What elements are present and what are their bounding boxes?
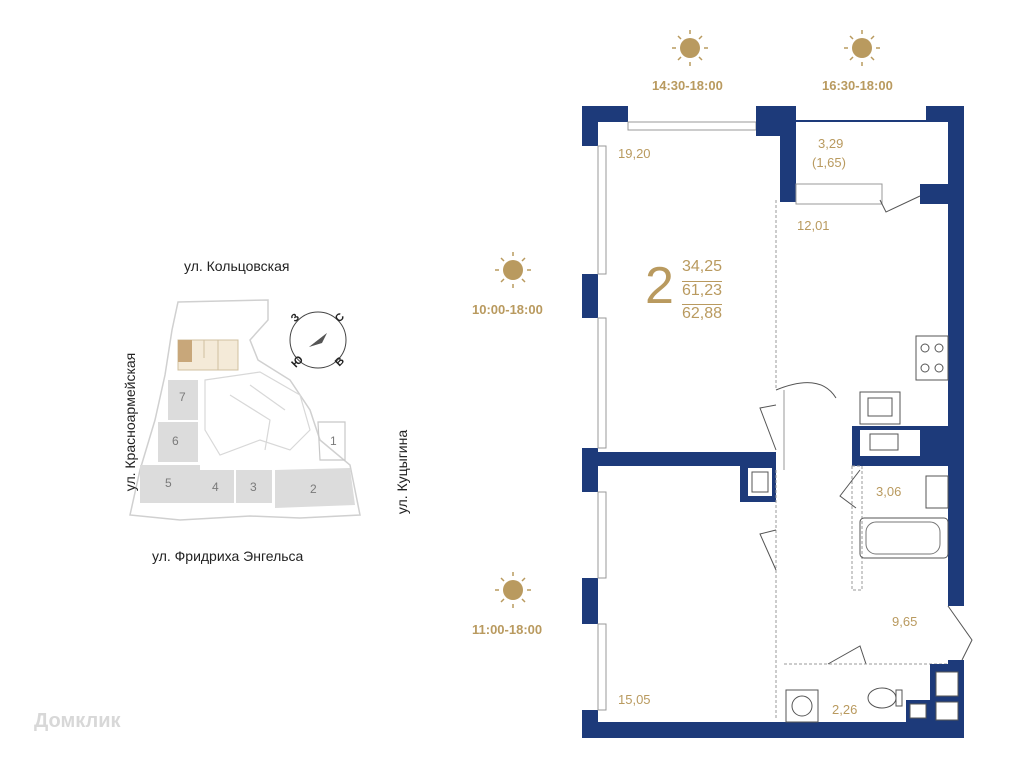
sun-icon — [844, 30, 880, 66]
sun-time-label: 14:30-18:00 — [652, 78, 723, 93]
total-area-with-balcony: 62,88 — [682, 304, 723, 322]
sun-icon — [495, 572, 531, 608]
site-block-label: 7 — [179, 390, 186, 404]
room-area-label: 19,20 — [618, 146, 651, 161]
sun-time-label: 10:00-18:00 — [472, 302, 543, 317]
hall-area-label: 9,65 — [892, 614, 918, 629]
living-area: 34,25 — [682, 258, 723, 275]
room-count: 2 — [645, 257, 674, 315]
watermark: Домклик — [34, 710, 121, 732]
site-block-label: 1 — [330, 434, 337, 448]
site-block-label: 3 — [250, 480, 257, 494]
floor-plan — [582, 106, 973, 738]
site-plan — [129, 299, 361, 521]
sun-icon — [495, 252, 531, 288]
kitchen-area-label: 12,01 — [797, 218, 830, 233]
balcony-reduced-area-label: (1,65) — [812, 155, 846, 170]
wc-area-label: 2,26 — [832, 702, 858, 717]
compass-icon — [289, 311, 347, 369]
street-label-west: ул. Красноармейская — [122, 352, 138, 492]
street-label-east: ул. Куцыгина — [394, 429, 410, 515]
site-block-label: 5 — [165, 476, 172, 490]
sun-icon — [672, 30, 708, 66]
balcony-area-label: 3,29 — [818, 136, 844, 151]
site-block-label: 4 — [212, 480, 219, 494]
site-block-label: 6 — [172, 434, 179, 448]
sun-time-label: 16:30-18:00 — [822, 78, 893, 93]
street-label-south: ул. Фридриха Энгельса — [152, 548, 304, 564]
total-area: 61,23 — [682, 281, 723, 299]
site-block-label: 2 — [310, 482, 317, 496]
sun-time-label: 11:00-18:00 — [472, 622, 543, 637]
bathroom-area-label: 3,06 — [876, 484, 902, 499]
street-label-north: ул. Кольцовская — [184, 258, 290, 274]
room-area-label: 15,05 — [618, 692, 651, 707]
